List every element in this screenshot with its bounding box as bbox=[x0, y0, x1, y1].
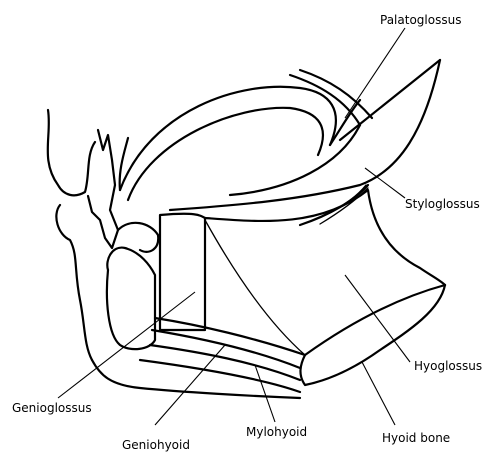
palate-arch bbox=[120, 87, 336, 200]
label-genioglossus: Genioglossus bbox=[12, 401, 92, 415]
styloglossus-muscle bbox=[170, 60, 440, 225]
styloglossus-leader bbox=[365, 168, 405, 198]
label-hyoid-bone: Hyoid bone bbox=[382, 431, 450, 445]
mylohyoid-leader bbox=[255, 365, 275, 422]
label-palatoglossus: Palatoglossus bbox=[380, 13, 461, 27]
geniohyoid-muscle bbox=[140, 345, 300, 392]
genioglossus-leader bbox=[58, 292, 195, 398]
mylohyoid-muscle bbox=[152, 318, 305, 368]
palatoglossus-muscle bbox=[290, 70, 372, 145]
label-geniohyoid: Geniohyoid bbox=[122, 438, 190, 452]
geniohyoid-leader bbox=[155, 345, 225, 425]
hyoid-bone-leader bbox=[362, 362, 395, 425]
palatoglossus-leader bbox=[345, 28, 405, 118]
genioglossus-muscle bbox=[107, 214, 305, 355]
hyoglossus-leader bbox=[345, 275, 410, 362]
label-styloglossus: Styloglossus bbox=[405, 197, 480, 211]
label-mylohyoid: Mylohyoid bbox=[246, 425, 307, 439]
label-hyoglossus: Hyoglossus bbox=[414, 359, 482, 373]
